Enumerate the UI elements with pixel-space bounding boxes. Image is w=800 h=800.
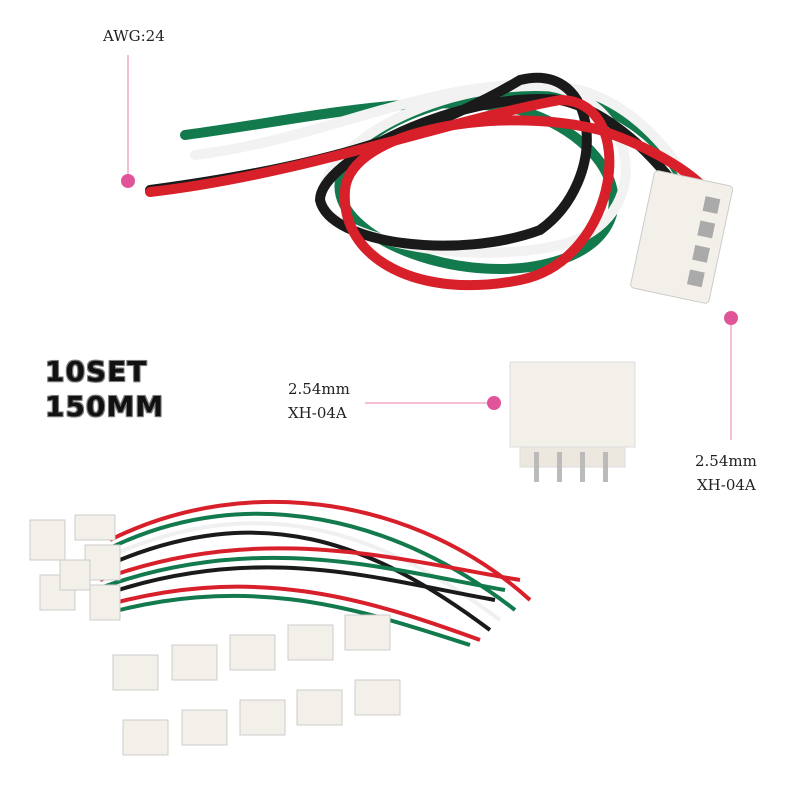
length-label: 150MM <box>45 390 165 423</box>
xh-connector-closeup <box>509 361 636 482</box>
single-cable-connector <box>630 170 734 304</box>
bundle-wires <box>89 499 532 647</box>
awg-label: AWG:24 <box>103 27 165 45</box>
marker-awg <box>121 174 135 188</box>
marker-connector-right <box>724 311 738 325</box>
bundle-connectors <box>29 514 121 621</box>
connector-right-pitch: 2.54mm <box>695 452 757 470</box>
marker-connector-left <box>487 396 501 410</box>
set-count-label: 10SET <box>45 355 148 388</box>
single-cable <box>145 72 710 291</box>
callout-lines <box>127 55 732 440</box>
connector-right-model: XH-04A <box>697 476 756 494</box>
connector-left-pitch: 2.54mm <box>288 380 350 398</box>
connector-left-model: XH-04A <box>288 404 347 422</box>
loose-connectors <box>112 614 401 756</box>
callout-markers <box>121 174 738 410</box>
